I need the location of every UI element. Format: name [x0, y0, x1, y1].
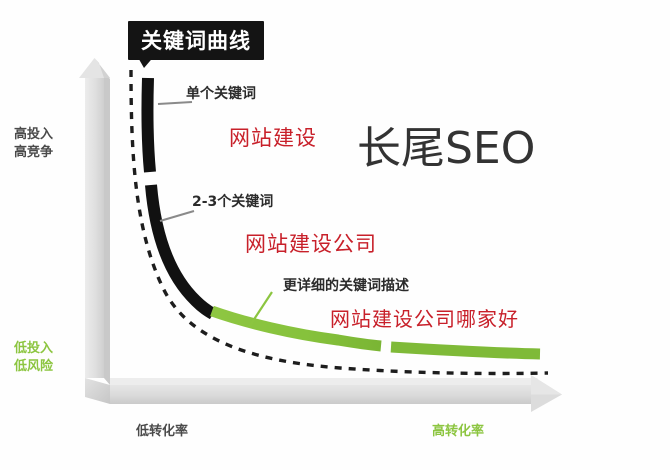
headline-long-tail-seo: 长尾SEO [357, 123, 536, 174]
x-axis-label-low-conversion: 低转化率 [136, 424, 189, 439]
keyword-text-company: 网站建设公司 [245, 232, 377, 256]
axis-vertical [79, 58, 110, 385]
x-axis-label-high-conversion: 高转化率 [432, 424, 485, 439]
callout-title-label: 关键词曲线 [141, 29, 251, 53]
curve-segment-longtail-2 [390, 341, 541, 360]
dashed-envelope-curve [129, 69, 549, 376]
leader-line-detailed-keyword [248, 291, 273, 328]
annotation-label-detailed-keyword: 更详细的关键词描述 [283, 278, 409, 294]
keyword-text-which-company-best: 网站建设公司哪家好 [330, 307, 519, 331]
y-axis-label-low-line1: 低投入 [14, 341, 54, 356]
annotation-label-single-keyword: 单个关键词 [186, 86, 256, 102]
keyword-text-single: 网站建设 [229, 126, 317, 150]
axis-horizontal [85, 375, 562, 412]
annotation-label-two-three-keywords: 2-3个关键词 [192, 194, 274, 210]
curve-segment-head-upper [141, 77, 156, 173]
curve-segment-head-lower [145, 184, 217, 320]
callout-title-box: 关键词曲线 [128, 21, 264, 60]
y-axis-label-high-line1: 高投入 [14, 127, 54, 142]
leader-line-single-keyword [157, 101, 193, 105]
y-axis-label-high-line2: 高竞争 [14, 145, 54, 160]
y-axis-label-low-line2: 低风险 [14, 359, 54, 374]
curve-segment-longtail-1 [210, 305, 382, 352]
leader-line-two-three-keywords [159, 210, 195, 222]
